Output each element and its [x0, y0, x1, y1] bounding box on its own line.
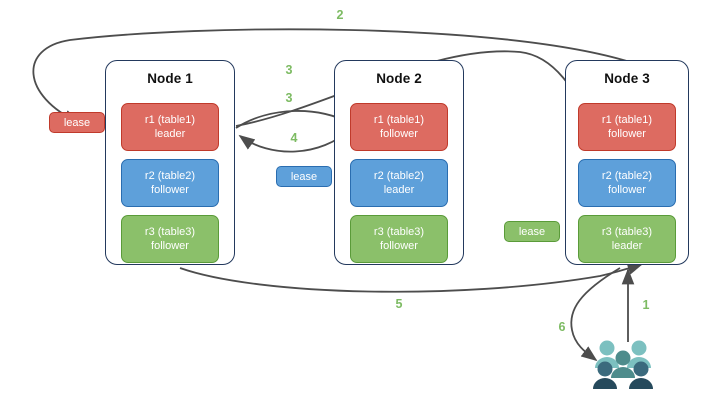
node-3-replica-r3[interactable]: r3 (table3) leader: [578, 215, 676, 263]
node-1-replica-r3[interactable]: r3 (table3) follower: [121, 215, 219, 263]
replica-name: r1 (table1): [601, 114, 653, 126]
replica-role: follower: [380, 128, 418, 140]
node-2-replica-r1[interactable]: r1 (table1) follower: [350, 103, 448, 151]
lease-label: lease: [518, 225, 546, 238]
node-3-container[interactable]: Node 3 r1 (table1) follower r2 (table2) …: [565, 60, 689, 265]
lease-box-r3[interactable]: lease: [504, 221, 560, 242]
replica-name: r2 (table2): [601, 170, 653, 182]
node-1-replica-r2[interactable]: r2 (table2) follower: [121, 159, 219, 207]
replica-name: r3 (table3): [373, 226, 425, 238]
replica-name: r3 (table3): [144, 226, 196, 238]
replica-role: leader: [611, 240, 643, 252]
node-2-title: Node 2: [376, 71, 422, 86]
node-1-container[interactable]: Node 1 r1 (table1) leader r2 (table2) fo…: [105, 60, 235, 265]
node-3-replica-r1[interactable]: r1 (table1) follower: [578, 103, 676, 151]
arrow-step-5: [179, 262, 644, 293]
replica-role: follower: [608, 184, 646, 196]
step-label-3-upper: 3: [285, 63, 293, 77]
step-label-5: 5: [395, 297, 403, 311]
node-3-replica-r2[interactable]: r2 (table2) follower: [578, 159, 676, 207]
replica-role: leader: [383, 184, 415, 196]
replica-role: follower: [151, 184, 189, 196]
node-3-title: Node 3: [604, 71, 650, 86]
step-label-3-lower: 3: [285, 91, 293, 105]
node-2-replica-r2[interactable]: r2 (table2) leader: [350, 159, 448, 207]
step-label-4: 4: [290, 131, 298, 145]
replica-name: r1 (table1): [373, 114, 425, 126]
arrow-step-6: [570, 267, 621, 362]
lease-box-r1[interactable]: lease: [49, 112, 105, 133]
arrow-step-2: [32, 28, 631, 123]
replica-role: leader: [154, 128, 186, 140]
lease-label: lease: [290, 170, 318, 183]
users-icon: [593, 340, 653, 389]
step-label-1: 1: [642, 298, 650, 312]
node-1-title: Node 1: [147, 71, 193, 86]
step-label-6: 6: [558, 320, 566, 334]
replica-role: follower: [608, 128, 646, 140]
replica-name: r2 (table2): [373, 170, 425, 182]
replica-role: follower: [151, 240, 189, 252]
replica-name: r2 (table2): [144, 170, 196, 182]
replica-name: r3 (table3): [601, 226, 653, 238]
step-label-2: 2: [336, 8, 344, 22]
replica-name: r1 (table1): [144, 114, 196, 126]
lease-label: lease: [63, 116, 91, 129]
node-2-container[interactable]: Node 2 r1 (table1) follower r2 (table2) …: [334, 60, 464, 265]
replica-role: follower: [380, 240, 418, 252]
node-2-replica-r3[interactable]: r3 (table3) follower: [350, 215, 448, 263]
node-1-replica-r1[interactable]: r1 (table1) leader: [121, 103, 219, 151]
lease-box-r2[interactable]: lease: [276, 166, 332, 187]
